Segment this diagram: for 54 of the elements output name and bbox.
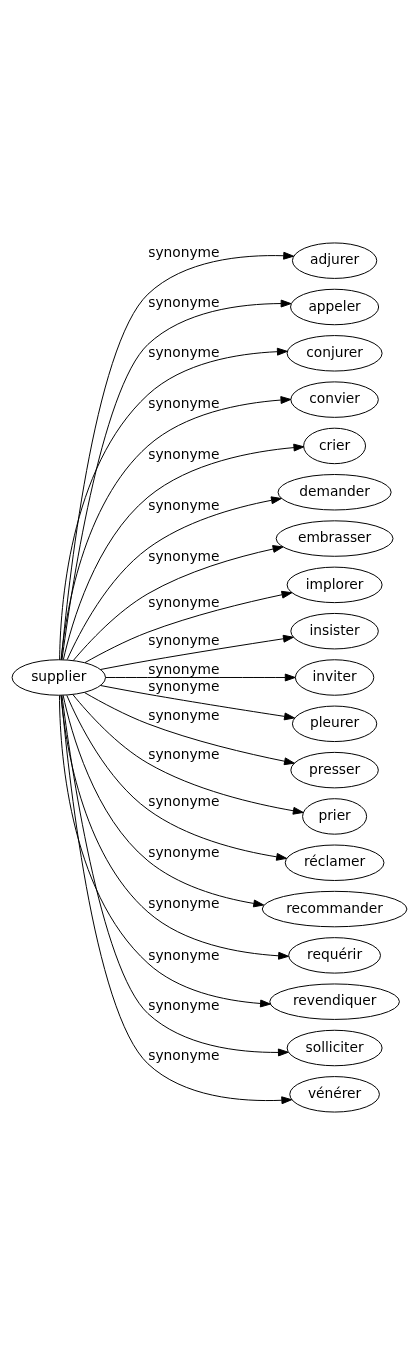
arrow (60, 396, 292, 661)
arrow (84, 590, 293, 664)
edge-label: synonyme (148, 548, 220, 565)
arrow (58, 695, 271, 1008)
node-ellipse: presser (290, 751, 379, 789)
node-ellipse: implorer (286, 566, 383, 604)
node-ellipse: recommander (261, 890, 408, 928)
arrow (105, 673, 296, 682)
node-ellipse: inviter (294, 659, 375, 696)
node-ellipse: convier (290, 381, 379, 418)
edge-label: synonyme (148, 660, 220, 677)
arrow (100, 634, 294, 670)
arrow (59, 347, 288, 661)
edge-label: synonyme (148, 394, 220, 411)
node-ellipse: insister (290, 612, 379, 650)
edge-label: synonyme (148, 792, 220, 809)
node-ellipse: prier (302, 798, 368, 835)
node-ellipse: adjurer (291, 242, 378, 279)
arrow (100, 685, 295, 721)
edge-label: synonyme (148, 707, 220, 724)
arrow (84, 692, 295, 766)
edge-label: synonyme (148, 632, 220, 649)
arrow (72, 694, 304, 815)
edge-label: synonyme (148, 1047, 220, 1064)
node-ellipse: demander (277, 474, 392, 511)
edge-label: synonyme (148, 294, 220, 311)
arrow (60, 694, 289, 960)
node-ellipse: conjurer (286, 335, 383, 372)
edge-label: synonyme (148, 243, 220, 260)
edge-label: synonyme (148, 996, 220, 1013)
edge-label: synonyme (148, 946, 220, 963)
arrow (72, 545, 284, 662)
node-ellipse: supplier (11, 659, 106, 696)
node-ellipse: embrasser (275, 520, 394, 557)
arrow (62, 694, 265, 908)
edge-label: synonyme (148, 445, 220, 462)
arrow (66, 694, 288, 861)
edge-label: synonyme (148, 344, 220, 361)
node-ellipse: appeler (290, 288, 380, 326)
node-ellipse: réclamer (284, 844, 385, 881)
node-ellipse: crier (303, 427, 367, 465)
node-ellipse: vénérer (289, 1076, 380, 1113)
edge-label: synonyme (148, 497, 220, 514)
edge-label: synonyme (148, 593, 220, 610)
edge-label: synonyme (148, 677, 220, 694)
edge-label: synonyme (148, 746, 220, 763)
edge-label: synonyme (148, 844, 220, 861)
edge-label: synonyme (148, 895, 220, 912)
node-ellipse: revendiquer (269, 983, 400, 1020)
node-ellipse: pleurer (291, 705, 378, 743)
node-ellipse: requérir (288, 937, 381, 974)
arrow (66, 496, 282, 661)
arrow (62, 443, 305, 661)
node-ellipse: solliciter (286, 1029, 383, 1067)
